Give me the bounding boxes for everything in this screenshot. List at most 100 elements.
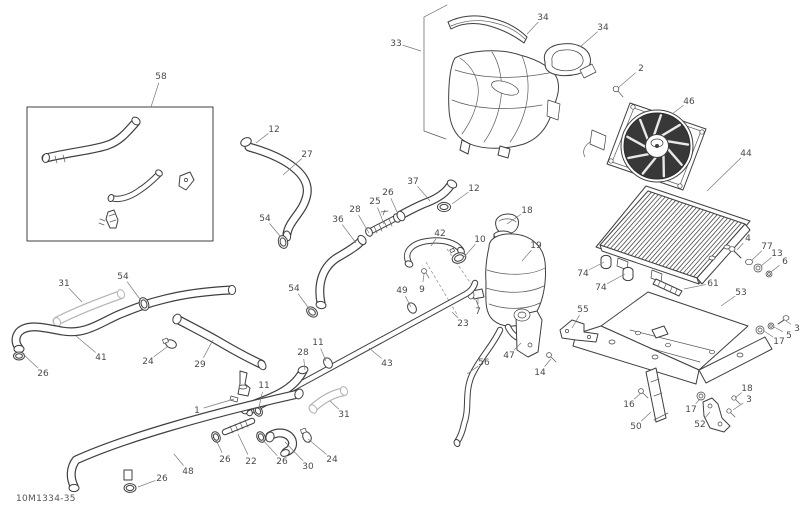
callout-label-2: 2 bbox=[638, 64, 644, 74]
corrugated-tube-22 bbox=[221, 417, 256, 436]
airbox-assembly bbox=[423, 4, 624, 159]
callout-label-34: 34 bbox=[537, 13, 549, 23]
radiator-fin-line bbox=[658, 210, 708, 266]
clamp-54 bbox=[306, 306, 318, 318]
callout-leader bbox=[763, 330, 774, 338]
radiator-fin-line bbox=[655, 209, 704, 265]
callout-label-3: 3 bbox=[794, 324, 800, 334]
radiator-fin-line bbox=[662, 211, 711, 267]
callout-leader bbox=[589, 261, 605, 271]
callout-leader bbox=[341, 224, 357, 244]
callout-label-27: 27 bbox=[301, 150, 312, 160]
radiator-fin-line bbox=[637, 203, 687, 259]
callout-leader bbox=[320, 348, 327, 362]
hose-end-ring-12 bbox=[240, 137, 252, 147]
bolt-14 bbox=[546, 352, 557, 363]
callout-leader bbox=[671, 104, 684, 115]
callout-leader bbox=[303, 358, 306, 371]
airbox-screw bbox=[612, 85, 624, 98]
callout-leader bbox=[571, 314, 580, 329]
callout-label-61: 61 bbox=[707, 279, 718, 289]
clamp-26 bbox=[211, 431, 221, 443]
tray-front-rail bbox=[572, 325, 700, 385]
callout-label-11: 11 bbox=[258, 381, 269, 391]
nut-6 bbox=[765, 270, 773, 278]
radiator-fin-line bbox=[686, 220, 735, 275]
callout-leader bbox=[466, 365, 479, 375]
radiator-fin-line bbox=[682, 219, 732, 274]
callout-leader bbox=[579, 31, 598, 48]
callout-leader bbox=[683, 284, 707, 290]
callout-label-12: 12 bbox=[468, 184, 479, 194]
hose-42 bbox=[403, 237, 465, 268]
callout-leader bbox=[255, 133, 269, 144]
callout-label-10: 10 bbox=[474, 235, 486, 245]
callout-label-28: 28 bbox=[297, 348, 309, 358]
radiator-fin-line bbox=[689, 221, 739, 276]
callout-label-19: 19 bbox=[530, 241, 542, 251]
callout-label-33: 33 bbox=[390, 39, 401, 49]
elbow-fitting-30 bbox=[265, 428, 298, 457]
callout-label-30: 30 bbox=[302, 462, 314, 472]
protector-tray-assembly bbox=[559, 278, 773, 423]
callout-label-16: 16 bbox=[623, 400, 635, 410]
washer-77 bbox=[745, 258, 753, 266]
washer-5 bbox=[767, 322, 775, 330]
callout-leader bbox=[126, 281, 143, 303]
fan-blade-edge bbox=[666, 140, 690, 146]
callout-label-26: 26 bbox=[156, 474, 168, 484]
callout-label-13: 13 bbox=[771, 249, 782, 259]
callout-label-54: 54 bbox=[259, 214, 271, 224]
cooling-fan bbox=[583, 102, 707, 191]
bolt-3 bbox=[726, 408, 736, 418]
radiator-fin-line bbox=[623, 198, 673, 254]
bolt-4 bbox=[728, 246, 742, 259]
callout-label-9: 9 bbox=[419, 285, 425, 295]
callout-label-24: 24 bbox=[326, 455, 338, 465]
radiator-fin-line bbox=[613, 195, 663, 250]
callout-label-47: 47 bbox=[503, 351, 514, 361]
support-leg-50 bbox=[645, 367, 669, 423]
overflow-hose-56 bbox=[453, 326, 504, 447]
callout-label-54: 54 bbox=[288, 284, 300, 294]
callout-label-53: 53 bbox=[735, 288, 746, 298]
radiator-fin-line bbox=[610, 194, 659, 249]
kit-bracket bbox=[178, 171, 195, 191]
radiator-fin-line bbox=[617, 196, 666, 252]
radiator-fin-line bbox=[620, 197, 670, 253]
clamp-24 bbox=[162, 337, 177, 349]
callout-label-24: 24 bbox=[142, 357, 154, 367]
fan-motor-bracket bbox=[589, 129, 607, 151]
callout-leader bbox=[430, 238, 437, 247]
hose-48 bbox=[66, 388, 304, 493]
callout-leader bbox=[732, 402, 744, 411]
radiator-fin-line bbox=[668, 214, 718, 269]
fan-blade-edge bbox=[627, 152, 650, 160]
callout-label-50: 50 bbox=[630, 422, 642, 432]
callout-label-6: 6 bbox=[782, 257, 788, 267]
fitting-thermostat bbox=[229, 370, 251, 403]
middle-hoses bbox=[240, 137, 479, 417]
callout-label-48: 48 bbox=[182, 467, 194, 477]
callout-leader bbox=[21, 352, 39, 369]
kit-fitting bbox=[98, 209, 119, 229]
bolt-16 bbox=[638, 388, 649, 399]
callout-label-31: 31 bbox=[58, 279, 69, 289]
callout-label-77: 77 bbox=[761, 242, 772, 252]
ghost-hose-31 bbox=[52, 289, 126, 327]
callout-label-14: 14 bbox=[534, 368, 546, 378]
rubber-mount bbox=[622, 266, 634, 282]
callout-leader bbox=[617, 72, 636, 89]
callout-leader bbox=[284, 441, 304, 462]
callout-leader bbox=[704, 411, 711, 419]
hose-ring-12 bbox=[437, 201, 451, 213]
airbox-foot bbox=[459, 139, 471, 155]
bolt-18 bbox=[731, 395, 741, 405]
callout-leader bbox=[377, 207, 385, 225]
fan-blade-edge bbox=[661, 123, 681, 137]
radiator-fin-line bbox=[606, 193, 656, 248]
callout-label-22: 22 bbox=[245, 457, 256, 467]
side-fasteners bbox=[755, 315, 790, 335]
